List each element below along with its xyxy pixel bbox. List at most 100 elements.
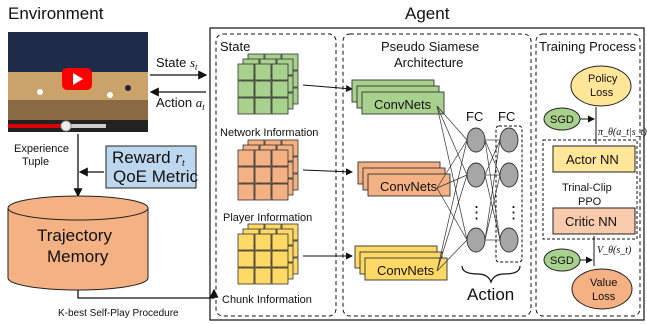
play-icon	[62, 68, 92, 90]
action-arrow-label: Action at	[156, 95, 205, 112]
grid-cell	[237, 80, 255, 98]
agent-frame	[209, 27, 645, 321]
connection-line	[436, 174, 468, 272]
grid-cell	[271, 63, 289, 81]
grid-cell	[254, 63, 272, 81]
ppo-box	[542, 139, 638, 240]
value-loss-label-1: Value	[590, 277, 617, 289]
policy-loss-label-2: Loss	[590, 87, 614, 99]
player-arrow	[302, 168, 353, 176]
actor-label: Actor NN	[566, 152, 619, 167]
policy-loss-node: Policy Loss	[570, 65, 632, 107]
fc-node	[466, 162, 486, 188]
network-information-label: Network Information	[220, 127, 318, 139]
critic-node: Critic NN	[552, 207, 636, 235]
player-state-grid	[237, 139, 299, 201]
grid-cell	[271, 97, 289, 115]
v-label: V_θ(s_t)	[597, 245, 632, 256]
grid-cell	[237, 63, 255, 81]
connection-line	[436, 105, 468, 176]
grid-cell	[254, 267, 272, 285]
fc-label-1: FC	[466, 109, 483, 124]
grid-cell	[254, 250, 272, 268]
sgd-bottom-label: SGD	[550, 255, 574, 267]
fc-ellipsis-2: ⋮	[505, 203, 522, 222]
grid-cell	[237, 149, 255, 167]
network-state-grid	[237, 53, 299, 115]
grid-cell	[271, 267, 289, 285]
grid-cell	[254, 149, 272, 167]
grid-cell	[237, 267, 255, 285]
actor-node: Actor NN	[552, 145, 636, 173]
grid-cell	[271, 149, 289, 167]
architecture-title-2: Architecture	[394, 55, 463, 70]
grid-cell	[237, 97, 255, 115]
fc-nodes	[466, 127, 519, 253]
trajectory-label: Trajectory	[37, 226, 112, 245]
connection-line	[436, 239, 468, 272]
network-arrow	[302, 84, 353, 93]
state-panel-title: State	[220, 39, 250, 54]
training-panel	[535, 33, 641, 317]
grid-cell	[254, 233, 272, 251]
grid-cell	[254, 97, 272, 115]
grid-cell	[254, 80, 272, 98]
agent-title: Agent	[405, 4, 450, 23]
convnet-layer	[367, 173, 451, 197]
fc-node	[499, 227, 519, 253]
chunk-information-label: Chunk Information	[222, 294, 312, 306]
fc-label-2: FC	[498, 109, 515, 124]
grid-cell	[271, 233, 289, 251]
critic-label: Critic NN	[565, 214, 617, 229]
value-loss-label-2: Loss	[592, 291, 616, 303]
architecture-panel	[342, 33, 532, 317]
fc-ellipsis-1: ⋮	[468, 203, 485, 222]
pi-label: π_θ(a_t|s_t)	[598, 127, 647, 138]
connection-line	[484, 174, 501, 241]
connection-line	[436, 105, 468, 141]
connection-line	[436, 105, 468, 241]
kbest-arrow	[77, 288, 219, 299]
connection-line	[436, 139, 468, 272]
action-layer-box	[495, 125, 523, 263]
value-loss-node: Value Loss	[571, 268, 633, 310]
architecture-title-1: Pseudo Siamese	[381, 39, 479, 54]
fc-node	[466, 127, 486, 153]
fc-node	[466, 227, 486, 253]
grid-cell	[237, 166, 255, 184]
fc-connections	[436, 105, 501, 272]
connection-line	[484, 139, 501, 241]
reward-box: Reward rt QoE Metric	[105, 145, 199, 189]
grid-cell	[271, 250, 289, 268]
chunk-state-grid	[237, 223, 299, 285]
training-panel-title: Training Process	[539, 39, 637, 54]
sgd-top-node: SGD	[543, 107, 581, 131]
grid-cell	[254, 183, 272, 201]
experience-tuple-label-1: Experience	[14, 143, 69, 155]
grid-cell	[237, 250, 255, 268]
connection-line	[436, 187, 468, 241]
kbest-label: K-best Self-Play Procedure	[58, 308, 179, 319]
video-player-thumbnail	[8, 32, 148, 132]
sgd-bottom-node: SGD	[543, 248, 581, 272]
grid-cell	[271, 166, 289, 184]
convnets-label: ConvNets	[374, 97, 432, 112]
grid-cell	[271, 183, 289, 201]
policy-loss-label-1: Policy	[588, 73, 618, 85]
action-brace	[461, 265, 521, 284]
ppo-label-2: PPO	[578, 196, 602, 208]
reward-label: Reward rt	[112, 148, 185, 169]
connection-line	[484, 139, 501, 176]
convnets-label: ConvNets	[380, 179, 438, 194]
environment-title: Environment	[8, 4, 104, 23]
memory-label: Memory	[47, 247, 109, 266]
grid-cell	[254, 166, 272, 184]
state-panel	[215, 33, 337, 317]
connection-line	[436, 139, 468, 189]
state-arrow-label: State st	[156, 55, 198, 72]
convnet-layer	[364, 257, 448, 281]
grid-cell	[237, 233, 255, 251]
qoe-metric-label: QoE Metric	[113, 167, 199, 186]
experience-tuple-label-2: Tuple	[22, 156, 49, 168]
